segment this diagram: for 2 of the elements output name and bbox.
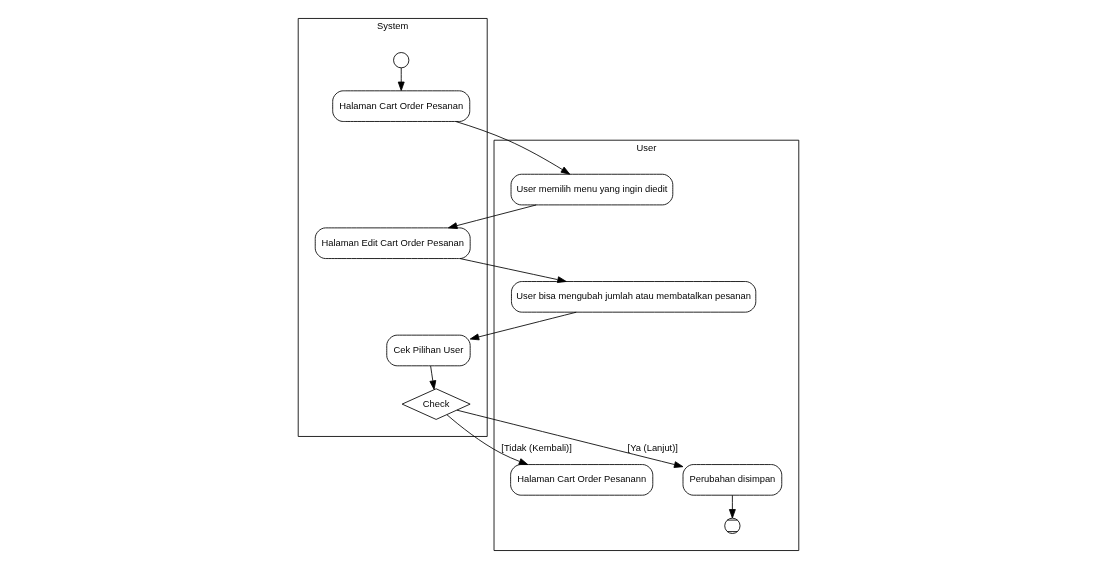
edge-label: [Ya (Lanjut)] — [627, 442, 678, 453]
edge-label: [Tidak (Kembali)] — [500, 442, 572, 453]
